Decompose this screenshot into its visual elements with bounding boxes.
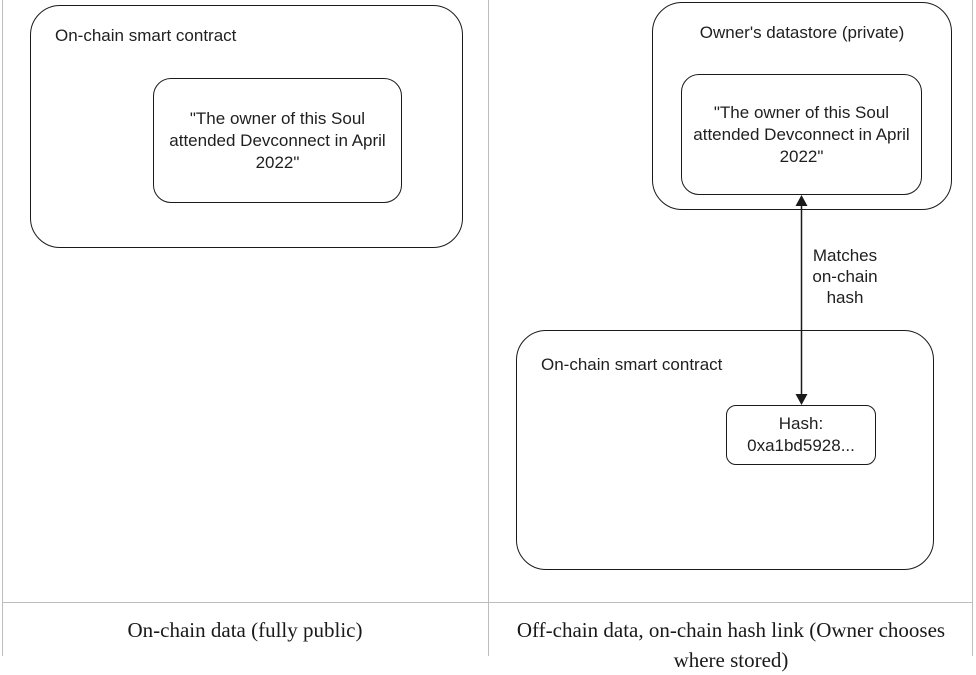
table-column-divider xyxy=(488,0,489,656)
left-claim-box: "The owner of this Soul attended Devconn… xyxy=(153,78,402,203)
right-contract-label: On-chain smart contract xyxy=(541,355,723,374)
left-claim-text: "The owner of this Soul attended Devconn… xyxy=(169,108,386,172)
caption-onchain: On-chain data (fully public) xyxy=(127,618,363,642)
datastore-label: Owner's datastore (private) xyxy=(699,23,905,42)
hash-box: Hash: 0xa1bd5928... xyxy=(726,405,876,465)
caption-row-divider xyxy=(2,602,972,603)
table-border-right xyxy=(972,0,973,656)
right-claim-text: "The owner of this Soul attended Devconn… xyxy=(693,102,910,166)
arrow-label: Matches on-chain hash xyxy=(812,246,878,307)
hash-text: Hash: 0xa1bd5928... xyxy=(747,414,855,455)
left-contract-label: On-chain smart contract xyxy=(55,26,237,45)
caption-offchain: Off-chain data, on-chain hash link (Owne… xyxy=(516,618,946,672)
right-claim-box: "The owner of this Soul attended Devconn… xyxy=(681,74,922,195)
table-border-left xyxy=(2,0,3,656)
